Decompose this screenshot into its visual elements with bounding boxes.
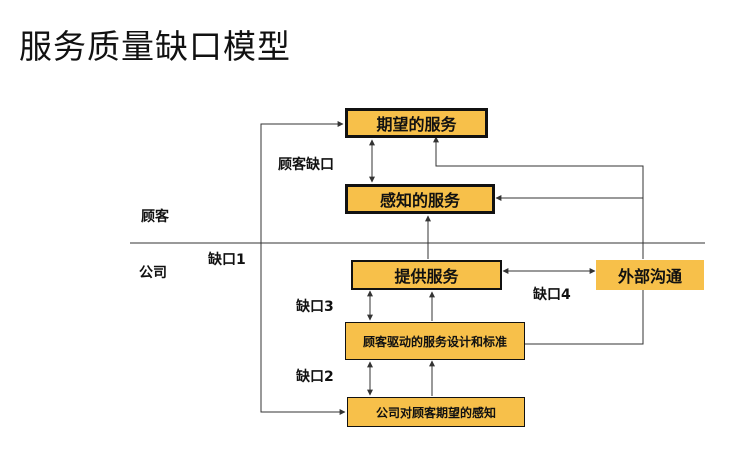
gap3-label: 缺口3	[296, 299, 334, 315]
zone-label-company: 公司	[139, 265, 167, 281]
service-delivery-box: 提供服务	[351, 260, 502, 290]
gap4-label: 缺口4	[533, 287, 571, 303]
perceived-service-box: 感知的服务	[345, 184, 495, 214]
page-title: 服务质量缺口模型	[19, 27, 291, 66]
gap1-label: 缺口1	[208, 252, 246, 268]
external-to-expected-arrow	[433, 136, 644, 259]
customer-gap-label: 顾客缺口	[278, 157, 334, 173]
design-to-external-line	[525, 288, 644, 345]
gap1-arrow	[260, 121, 346, 415]
expected-service-box: 期望的服务	[345, 108, 488, 138]
gap2-label: 缺口2	[296, 369, 334, 385]
service-design-box: 顾客驱动的服务设计和标准	[345, 322, 525, 360]
external-communication-box: 外部沟通	[596, 260, 704, 290]
zone-label-customer: 顾客	[141, 209, 169, 225]
company-perception-box: 公司对顾客期望的感知	[347, 397, 525, 427]
